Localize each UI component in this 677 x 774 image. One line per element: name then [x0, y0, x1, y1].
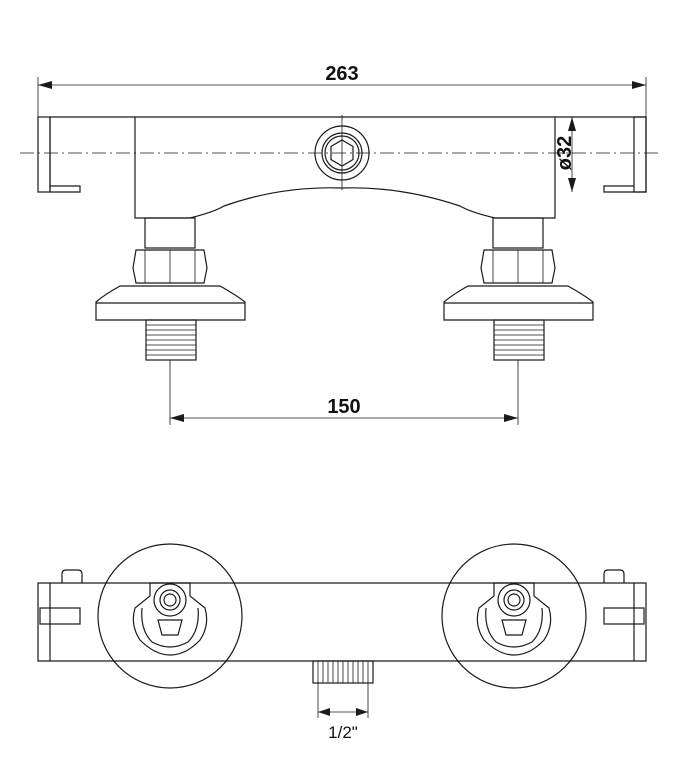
- inlet-spacing-label: 150: [327, 396, 360, 418]
- left-inlet-assembly: [95, 217, 246, 425]
- dimension-bar-diameter: ø32: [554, 117, 576, 192]
- outlet-thread: [312, 660, 374, 684]
- bar-diameter-label: ø32: [554, 136, 576, 170]
- overall-width-label: 263: [325, 63, 358, 85]
- thermostat-body: [20, 115, 660, 219]
- bottom-body-bar: [37, 569, 647, 662]
- right-inlet-assembly: [443, 217, 594, 425]
- right-flange-bottom: [441, 543, 587, 689]
- dimension-outlet-thread: 1/2": [317, 683, 369, 742]
- dimension-inlet-spacing: 150: [170, 396, 518, 422]
- dimension-overall-width: 263: [37, 63, 647, 120]
- hex-socket-plug: [314, 115, 370, 190]
- outlet-thread-label: 1/2": [328, 723, 358, 742]
- bottom-view: 1/2": [37, 543, 647, 742]
- right-thread-pattern: [494, 324, 544, 356]
- front-view: 263: [20, 63, 660, 425]
- left-thread-pattern: [146, 324, 196, 356]
- left-flange-bottom: [97, 543, 243, 689]
